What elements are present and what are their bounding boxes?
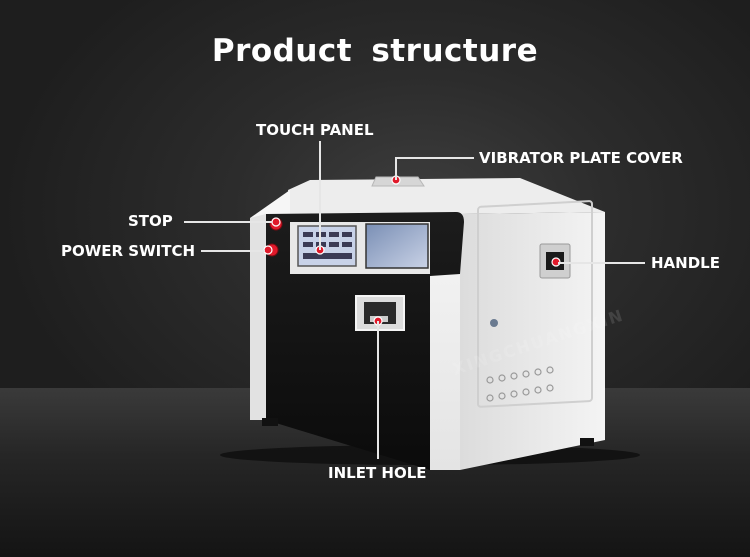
label-handle: HANDLE <box>651 254 720 272</box>
front-black-panel <box>266 212 464 470</box>
leader-handle <box>558 262 645 264</box>
label-touch-panel: TOUCH PANEL <box>256 121 374 139</box>
side-screw <box>490 319 498 327</box>
leader-stop <box>184 221 272 223</box>
leader-vibrator-vertical <box>395 157 397 180</box>
machine-top <box>288 178 605 214</box>
foot-right <box>580 438 594 446</box>
front-left-edge <box>250 214 266 420</box>
leader-touch-panel <box>319 141 321 250</box>
leader-vibrator-horizontal <box>396 157 474 159</box>
leader-power-switch <box>201 250 265 252</box>
label-vibrator-plate-cover: VIBRATOR PLATE COVER <box>479 149 683 167</box>
side-panel-inset <box>477 200 593 408</box>
touch-panel-buttons <box>303 232 352 259</box>
vent-holes <box>486 366 554 402</box>
label-stop: STOP <box>128 212 173 230</box>
label-power-switch: POWER SWITCH <box>61 242 196 260</box>
page-title: Product structure <box>211 33 539 69</box>
leader-inlet-hole <box>377 321 379 459</box>
display-screen <box>365 223 429 269</box>
label-inlet-hole: INLET HOLE <box>328 464 427 482</box>
foot-left <box>262 418 278 426</box>
